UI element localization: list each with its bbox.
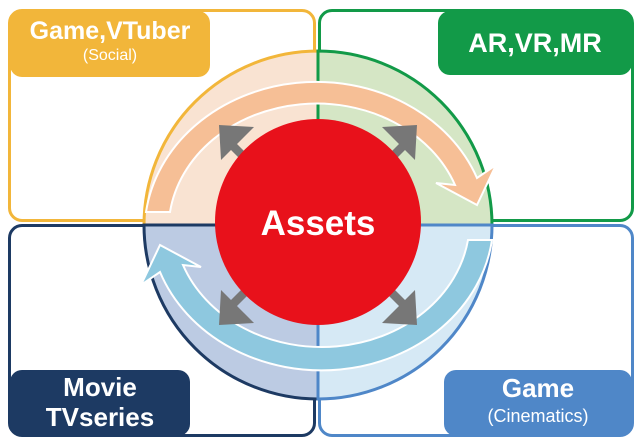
label-game-cinematics-title: Game — [501, 373, 575, 403]
label-game-cinematics: Game (Cinematics) — [444, 370, 632, 436]
assets-label: Assets — [261, 204, 376, 243]
upper-cycle-arrow — [144, 80, 499, 213]
label-tvseries-title: TVseries — [45, 402, 155, 432]
label-game-cinematics-subtitle: (Cinematics) — [487, 406, 589, 426]
label-movie-title: Movie — [63, 372, 137, 402]
label-game-vtuber-subtitle: (Social) — [82, 47, 138, 64]
lower-cycle-arrow — [138, 239, 494, 372]
label-game-vtuber: Game,VTuber (Social) — [10, 11, 210, 77]
label-game-vtuber-title: Game,VTuber — [29, 17, 191, 45]
label-ar-vr-mr: AR,VR,MR — [438, 11, 632, 75]
assets-circle — [215, 119, 421, 325]
label-movie-tvseries: Movie TVseries — [10, 370, 190, 436]
label-ar-vr-mr-title: AR,VR,MR — [468, 28, 602, 58]
